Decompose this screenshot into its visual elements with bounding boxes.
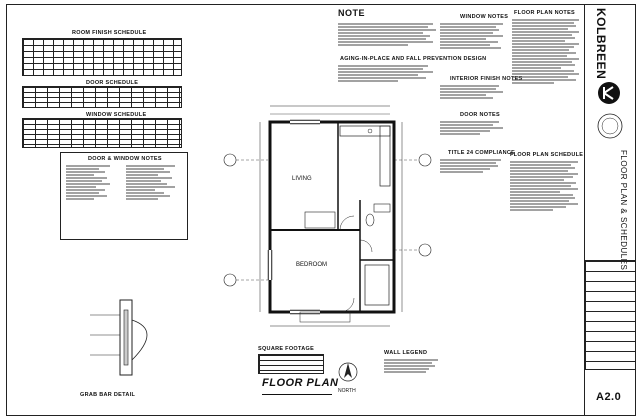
floor-plan-drawing bbox=[223, 105, 432, 327]
floor-plan-schedule-text bbox=[510, 160, 582, 270]
window-schedule-table bbox=[22, 118, 182, 148]
title24-text bbox=[440, 158, 506, 186]
floor-plan-title-underline bbox=[262, 394, 332, 395]
square-footage-table bbox=[258, 354, 324, 374]
aging-in-place-text bbox=[338, 64, 438, 94]
title24-title: TITLE 24 COMPLIANCE bbox=[448, 150, 516, 156]
professional-seal-icon bbox=[597, 113, 623, 139]
door-window-notes-title: DOOR & WINDOW NOTES bbox=[88, 156, 162, 162]
sheet-title: FLOOR PLAN & SCHEDULES bbox=[619, 150, 628, 271]
door-notes-text bbox=[440, 120, 506, 146]
room-label-bedroom: BEDROOM bbox=[296, 262, 328, 268]
wall-legend-entries bbox=[384, 358, 444, 398]
window-notes-text bbox=[440, 22, 506, 66]
floor-plan-title: FLOOR PLAN bbox=[262, 377, 339, 389]
sheet-number: A2.0 bbox=[596, 391, 622, 403]
north-arrow-icon bbox=[338, 362, 358, 382]
aging-in-place-title: AGING-IN-PLACE AND FALL PREVENTION DESIG… bbox=[340, 56, 487, 62]
window-schedule-title: WINDOW SCHEDULE bbox=[86, 112, 147, 118]
square-footage-title: SQUARE FOOTAGE bbox=[258, 346, 315, 352]
title-block bbox=[584, 4, 637, 416]
revision-table bbox=[584, 260, 636, 370]
notes-title: NOTE bbox=[338, 8, 366, 18]
door-schedule-title: DOOR SCHEDULE bbox=[86, 80, 139, 86]
floor-plan-schedule-title: FLOOR PLAN SCHEDULE bbox=[510, 152, 584, 158]
room-label-living: LIVING bbox=[292, 176, 312, 182]
drawing-sheet bbox=[6, 4, 636, 416]
north-label: NORTH bbox=[338, 388, 356, 394]
room-finish-schedule-table bbox=[22, 38, 182, 76]
firm-name: KOLBREEN bbox=[594, 8, 608, 80]
door-window-notes-text-2 bbox=[126, 164, 184, 236]
grab-bar-detail-title: GRAB BAR DETAIL bbox=[80, 392, 136, 398]
door-window-notes-box bbox=[60, 152, 188, 240]
door-notes-title: DOOR NOTES bbox=[460, 112, 500, 118]
door-schedule-table bbox=[22, 86, 182, 108]
general-notes-text bbox=[338, 22, 438, 54]
firm-logo-icon bbox=[598, 82, 620, 104]
room-finish-schedule-title: ROOM FINISH SCHEDULE bbox=[72, 30, 147, 36]
floor-plan-notes-text bbox=[512, 18, 582, 138]
door-window-notes-text bbox=[66, 164, 121, 236]
interior-finish-notes-text bbox=[440, 84, 506, 112]
floor-plan-notes-title: FLOOR PLAN NOTES bbox=[514, 10, 576, 16]
grab-bar-detail-drawing bbox=[90, 299, 148, 376]
window-notes-title: WINDOW NOTES bbox=[460, 14, 509, 20]
wall-legend-title: WALL LEGEND bbox=[384, 350, 428, 356]
interior-finish-notes-title: INTERIOR FINISH NOTES bbox=[450, 76, 523, 82]
